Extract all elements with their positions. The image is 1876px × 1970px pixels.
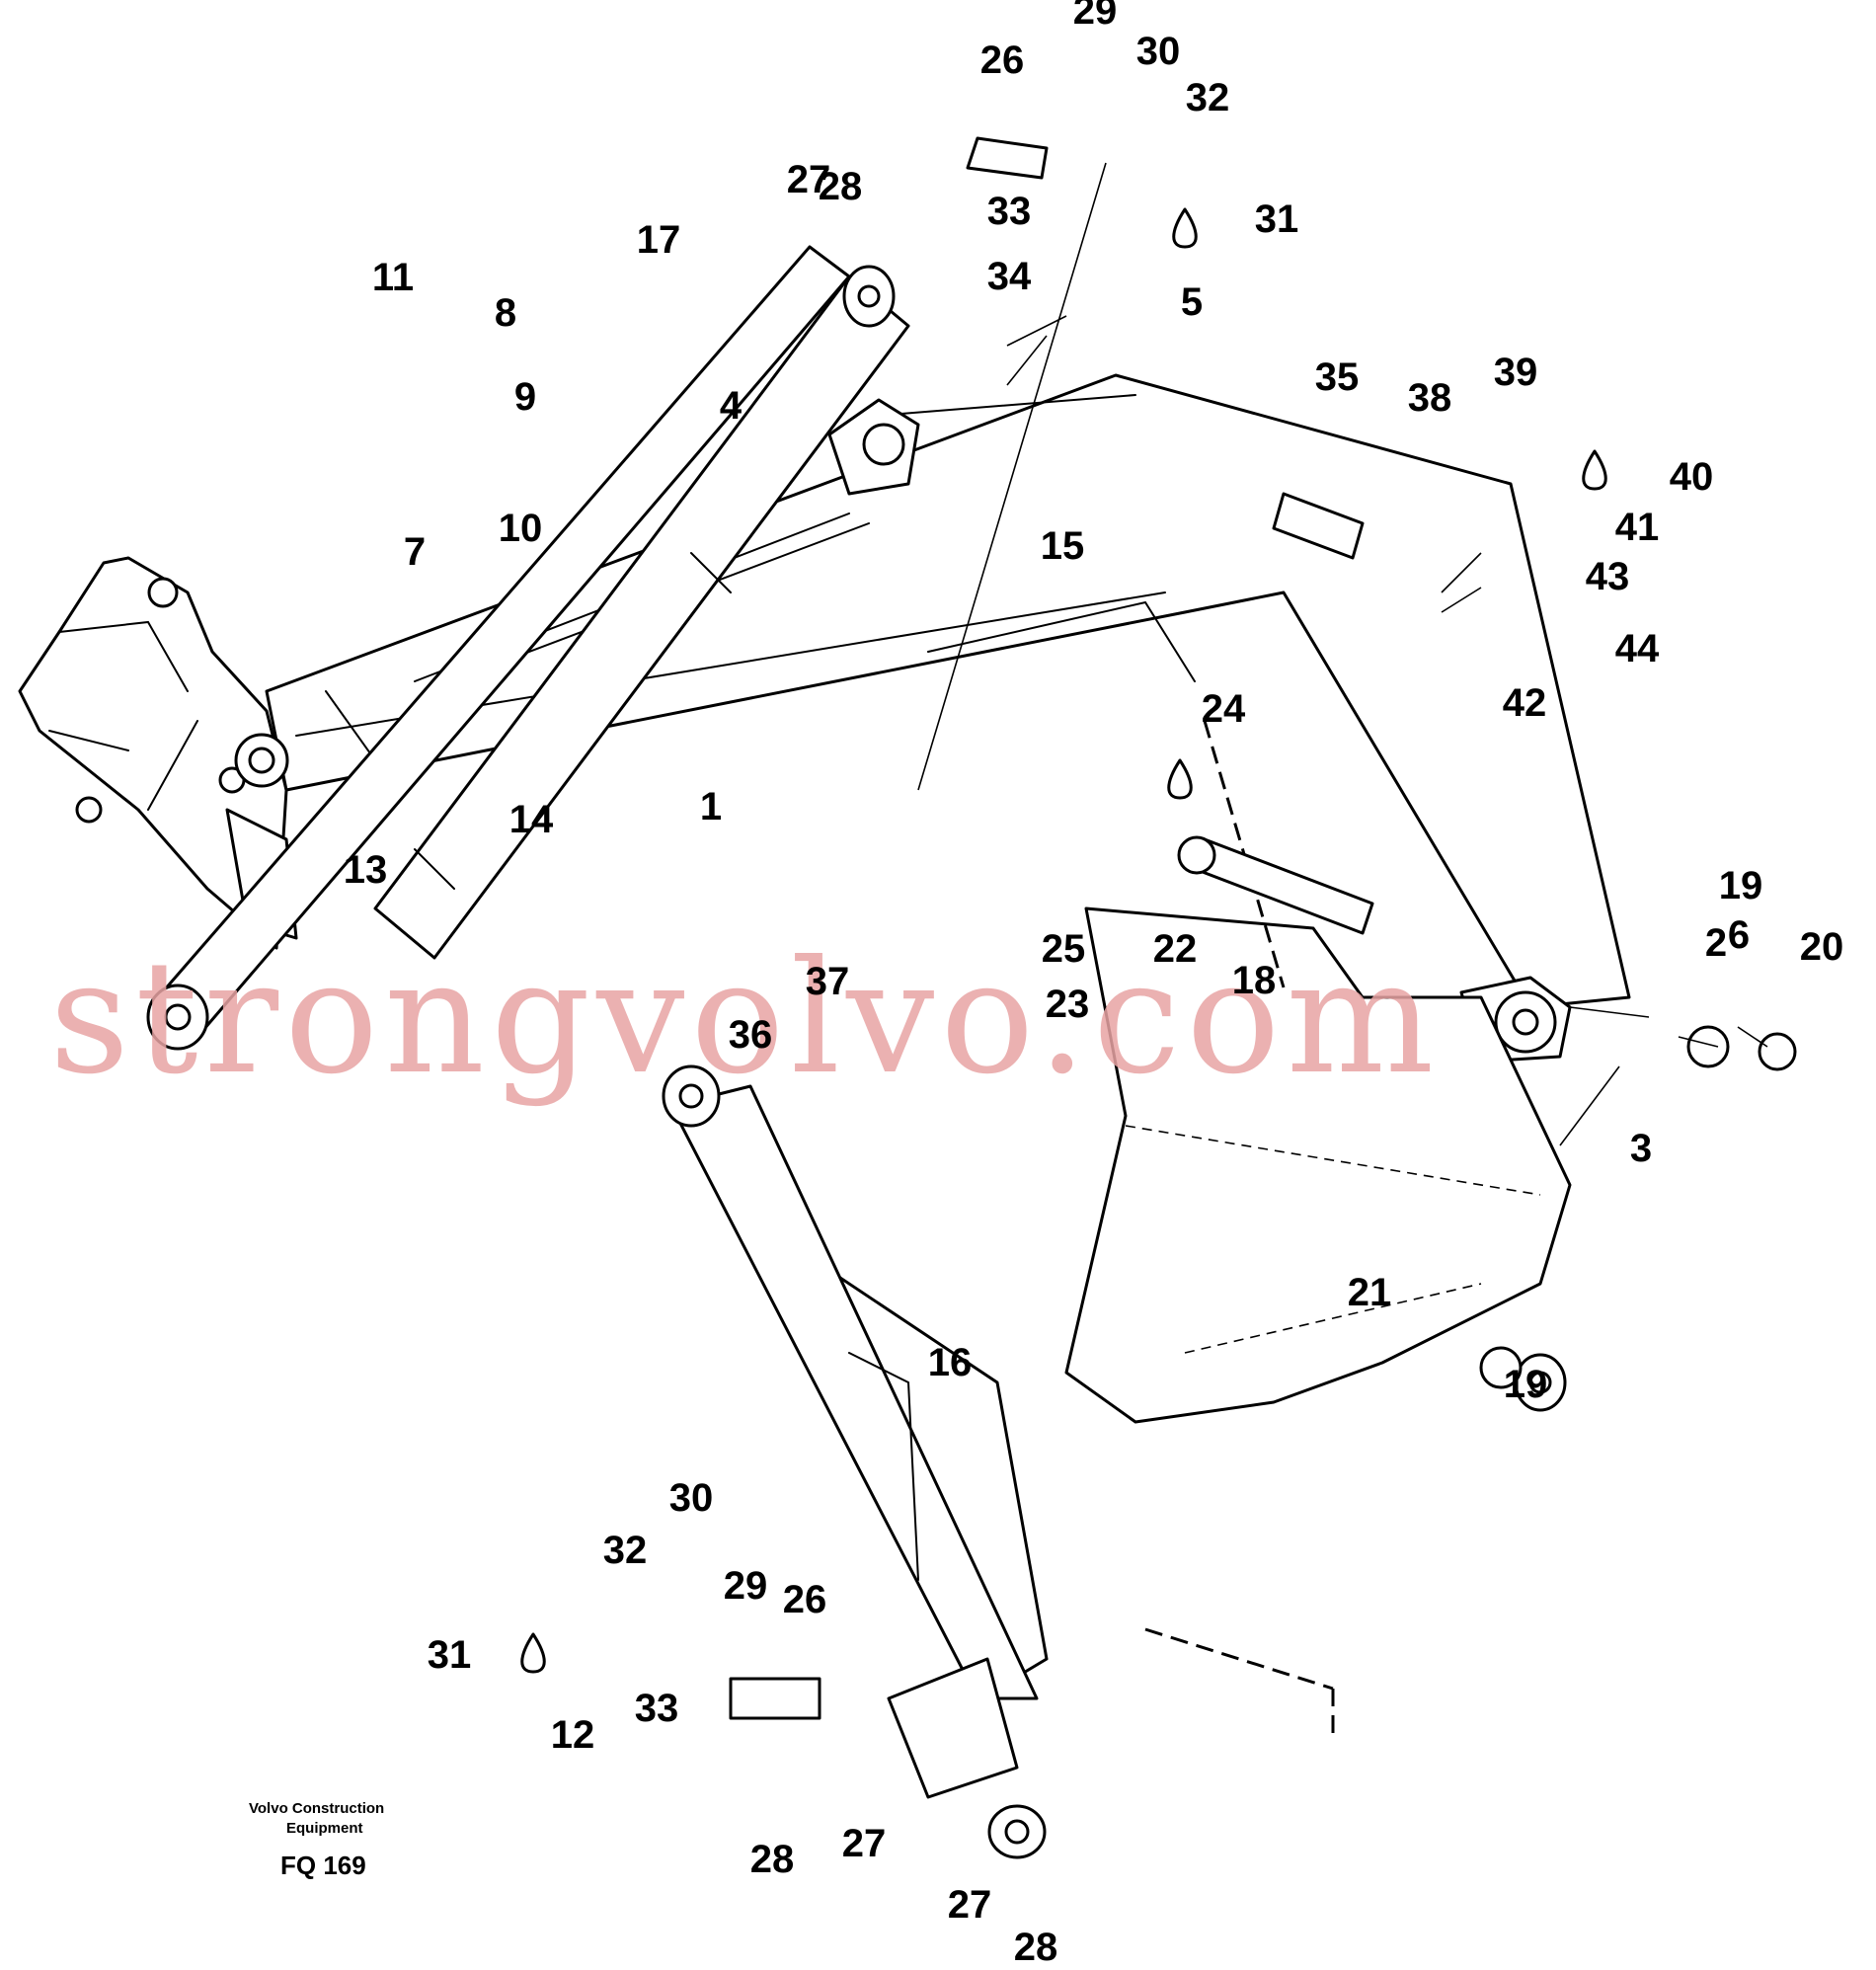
callout-42: 42 — [1503, 681, 1547, 725]
callout-labels: 1234567891011121314151617181919202122232… — [344, 0, 1844, 1969]
callout-32: 32 — [603, 1529, 648, 1572]
callout-36: 36 — [729, 1013, 773, 1057]
callout-34: 34 — [987, 255, 1032, 298]
watermark: strongvolvo.com — [49, 927, 1440, 1109]
callout-28: 28 — [1014, 1926, 1058, 1969]
callout-2: 2 — [1705, 921, 1727, 965]
callout-30: 30 — [669, 1476, 714, 1520]
callout-35: 35 — [1315, 355, 1360, 399]
callout-40: 40 — [1670, 455, 1714, 499]
callout-15: 15 — [1041, 524, 1085, 568]
callout-39: 39 — [1494, 351, 1538, 394]
callout-27: 27 — [948, 1883, 992, 1927]
callout-13: 13 — [344, 848, 388, 892]
callout-25: 25 — [1042, 927, 1086, 971]
oil-drop-icon — [1172, 207, 1198, 249]
callout-7: 7 — [404, 530, 426, 574]
oil-drop-icon — [1582, 449, 1607, 491]
callout-31: 31 — [428, 1633, 472, 1677]
callout-33: 33 — [987, 190, 1032, 233]
callout-30: 30 — [1136, 30, 1181, 73]
leader-lines — [917, 162, 1768, 1146]
callout-32: 32 — [1186, 76, 1230, 119]
callout-27: 27 — [787, 158, 831, 201]
callout-14: 14 — [509, 798, 554, 841]
callout-16: 16 — [928, 1341, 973, 1384]
callout-19: 19 — [1504, 1363, 1548, 1406]
callout-18: 18 — [1232, 959, 1277, 1002]
callout-44: 44 — [1615, 627, 1660, 670]
callout-21: 21 — [1348, 1271, 1392, 1314]
callout-33: 33 — [635, 1687, 679, 1730]
callout-31: 31 — [1255, 197, 1299, 241]
callout-38: 38 — [1408, 376, 1452, 420]
callout-37: 37 — [806, 960, 850, 1003]
boom-cylinder-lower — [662, 1064, 1049, 1859]
callout-22: 22 — [1153, 927, 1198, 971]
callout-26: 26 — [783, 1578, 827, 1621]
callout-4: 4 — [720, 384, 743, 428]
callout-9: 9 — [514, 375, 536, 419]
callout-6: 6 — [1728, 913, 1750, 957]
callout-11: 11 — [372, 256, 414, 299]
brand-line-2: Equipment — [286, 1820, 363, 1837]
oil-drop-icon — [1167, 758, 1193, 800]
callout-20: 20 — [1800, 925, 1844, 969]
callout-41: 41 — [1615, 506, 1660, 549]
callout-12: 12 — [551, 1713, 595, 1757]
boom-cylinder-upper — [146, 245, 910, 1051]
grease-points — [520, 207, 1607, 1674]
pins-and-bushings — [729, 136, 1797, 1720]
callout-17: 17 — [637, 218, 681, 262]
callout-28: 28 — [819, 165, 863, 208]
brand-line-1: Volvo Construction — [249, 1800, 384, 1817]
callout-3: 3 — [1630, 1127, 1652, 1170]
callout-29: 29 — [724, 1564, 768, 1608]
figure-code: FQ 169 — [280, 1851, 366, 1880]
callout-43: 43 — [1586, 555, 1630, 598]
callout-1: 1 — [700, 785, 722, 828]
callout-10: 10 — [499, 507, 543, 550]
callout-8: 8 — [495, 291, 516, 335]
callout-28: 28 — [750, 1838, 795, 1881]
callout-5: 5 — [1181, 280, 1203, 324]
callout-27: 27 — [842, 1822, 887, 1865]
callout-24: 24 — [1202, 687, 1246, 731]
callout-26: 26 — [980, 39, 1025, 82]
callout-23: 23 — [1046, 983, 1090, 1026]
oil-drop-icon — [520, 1632, 546, 1674]
callout-29: 29 — [1073, 0, 1118, 33]
callout-19: 19 — [1719, 864, 1763, 907]
